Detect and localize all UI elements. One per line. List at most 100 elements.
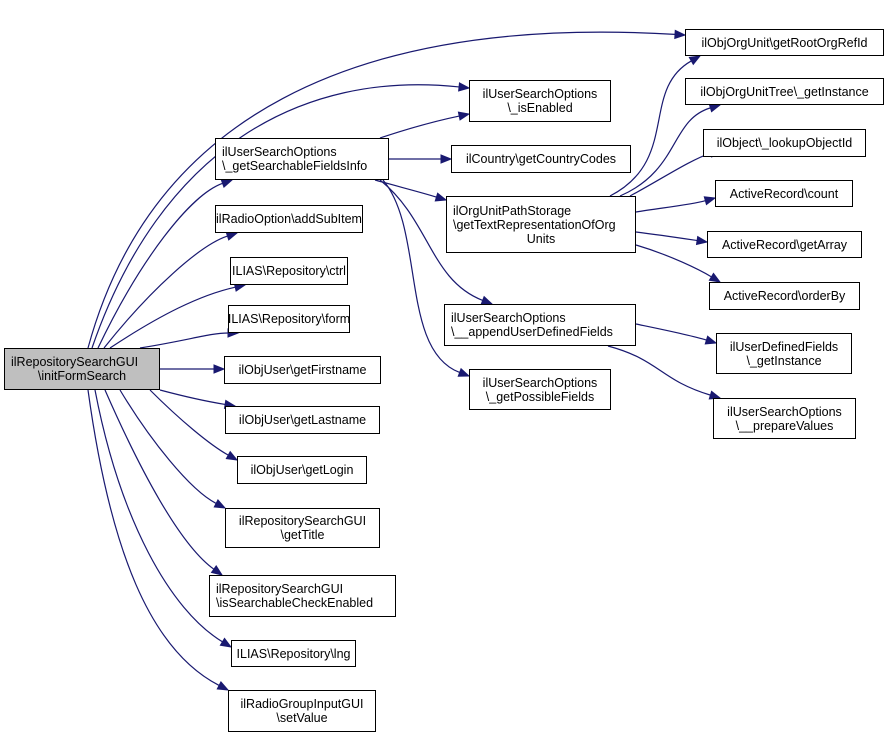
edge-appendUserDefinedFields-to-prepareValues bbox=[607, 345, 711, 396]
node-label-line: ilRadioGroupInputGUI bbox=[240, 697, 364, 711]
node-label-line: ilRepositorySearchGUI bbox=[11, 355, 139, 369]
edge-getTextRep-to-lookupObjectId bbox=[629, 152, 711, 197]
node-label-line: ILIAS\Repository\lng bbox=[236, 646, 351, 661]
node-getPossibleFields[interactable]: ilUserSearchOptions \_getPossibleFields bbox=[469, 369, 611, 410]
edge-getSearchableFieldsInfo-to-isEnabled bbox=[379, 115, 460, 139]
node-label-line: ILIAS\Repository\ctrl bbox=[232, 264, 346, 278]
node-label-line: ilUserSearchOptions bbox=[482, 375, 598, 390]
node-label-line: \_getPossibleFields bbox=[485, 389, 595, 404]
edge-root-to-getLogin bbox=[149, 389, 229, 456]
arrowhead-icon bbox=[458, 82, 471, 92]
node-prepareValues[interactable]: ilUserSearchOptions \__prepareValues bbox=[713, 398, 856, 439]
arrowhead-icon bbox=[695, 235, 709, 246]
edge-getTextRep-to-getRootOrgRefId bbox=[609, 60, 692, 197]
node-label-line: ilUserSearchOptions bbox=[451, 311, 566, 325]
node-repoCtrl[interactable]: ILIAS\Repository\ctrl bbox=[230, 257, 348, 285]
node-getTextRep[interactable]: ilOrgUnitPathStorage \getTextRepresentat… bbox=[446, 196, 636, 253]
node-label-line: ilOrgUnitPathStorage bbox=[453, 203, 572, 218]
node-lookupObjectId[interactable]: ilObject\_lookupObjectId bbox=[703, 129, 866, 157]
edge-root-to-setValue bbox=[87, 389, 220, 686]
node-label-line: ilObject\_lookupObjectId bbox=[716, 136, 853, 150]
node-label-line: \__prepareValues bbox=[735, 418, 834, 433]
node-label-line: ilRepositorySearchGUI bbox=[216, 582, 344, 596]
node-label-line: ilObjOrgUnit\getRootOrgRefId bbox=[701, 35, 868, 50]
node-label-line: \_isEnabled bbox=[507, 101, 573, 115]
node-repoForm[interactable]: ILIAS\Repository\form bbox=[228, 305, 350, 333]
edge-root-to-repoCtrl bbox=[109, 286, 236, 349]
edge-root-to-getSearchableFieldsInfo bbox=[97, 182, 223, 349]
edge-appendUserDefinedFields-to-udfGetInstance bbox=[635, 323, 707, 341]
node-label-line: \isSearchableCheckEnabled bbox=[216, 596, 374, 610]
arrowhead-icon bbox=[703, 196, 717, 206]
node-root[interactable]: ilRepositorySearchGUI \initFormSearch bbox=[4, 348, 160, 390]
node-label-line: ilUserSearchOptions bbox=[727, 404, 842, 419]
arrowhead-icon bbox=[213, 364, 226, 374]
node-arOrderBy[interactable]: ActiveRecord\orderBy bbox=[709, 282, 860, 310]
node-getSearchableFieldsInfo[interactable]: ilUserSearchOptions \_getSearchableField… bbox=[215, 138, 389, 180]
edge-root-to-getLastname bbox=[159, 389, 226, 406]
node-label-line: ilObjUser\getFirstname bbox=[238, 363, 367, 377]
node-label-line: ilObjUser\getLastname bbox=[238, 413, 367, 427]
node-label-line: ilObjOrgUnitTree\_getInstance bbox=[700, 84, 869, 99]
edge-getSearchableFieldsInfo-to-getTextRep bbox=[374, 179, 437, 198]
node-getCountryCodes[interactable]: ilCountry\getCountryCodes bbox=[451, 145, 631, 173]
node-orgUnitTreeGetInstance[interactable]: ilObjOrgUnitTree\_getInstance bbox=[685, 78, 884, 105]
node-label-line: ilObjUser\getLogin bbox=[250, 463, 354, 477]
arrowhead-icon bbox=[210, 565, 224, 576]
node-label-line: \getTextRepresentationOfOrg bbox=[453, 217, 616, 232]
arrowhead-icon bbox=[225, 231, 239, 241]
node-repoLng[interactable]: ILIAS\Repository\lng bbox=[231, 640, 356, 667]
node-getTitle[interactable]: ilRepositorySearchGUI \getTitle bbox=[225, 508, 380, 548]
edge-root-to-getTitle bbox=[119, 389, 217, 504]
node-label-line: ActiveRecord\count bbox=[729, 186, 839, 201]
node-label-line: ActiveRecord\getArray bbox=[721, 237, 848, 252]
edge-getSearchableFieldsInfo-to-getPossibleFields bbox=[382, 179, 460, 374]
arrowhead-icon bbox=[708, 272, 722, 283]
node-isSearchableCheckEnabled[interactable]: ilRepositorySearchGUI \isSearchableCheck… bbox=[209, 575, 396, 617]
arrowhead-icon bbox=[457, 111, 471, 121]
edge-getTextRep-to-orgUnitTreeGetInstance bbox=[619, 107, 711, 197]
arrowhead-icon bbox=[220, 179, 234, 188]
edge-getTextRep-to-arCount bbox=[635, 200, 706, 213]
edge-root-to-addSubItem bbox=[103, 235, 228, 349]
node-label-line: \__appendUserDefinedFields bbox=[451, 325, 613, 339]
node-label-line: \_getInstance bbox=[746, 353, 822, 368]
node-label-line: ilUserSearchOptions bbox=[222, 145, 337, 159]
node-label-line: Units bbox=[526, 231, 556, 246]
node-label-line: \initFormSearch bbox=[37, 369, 127, 383]
edge-root-to-repoForm bbox=[139, 332, 229, 349]
node-addSubItem[interactable]: ilRadioOption\addSubItem bbox=[215, 205, 363, 233]
node-label-line: ilUserSearchOptions bbox=[482, 87, 598, 101]
node-label-line: ilUserDefinedFields bbox=[729, 339, 839, 354]
node-getRootOrgRefId[interactable]: ilObjOrgUnit\getRootOrgRefId bbox=[685, 29, 884, 56]
edge-getSearchableFieldsInfo-to-appendUserDefinedFields bbox=[379, 179, 483, 301]
arrowhead-icon bbox=[216, 680, 230, 691]
node-label-line: ILIAS\Repository\form bbox=[227, 312, 351, 326]
node-getLastname[interactable]: ilObjUser\getLastname bbox=[225, 406, 380, 434]
arrowhead-icon bbox=[480, 295, 494, 305]
edge-getTextRep-to-arGetArray bbox=[635, 231, 698, 242]
node-arCount[interactable]: ActiveRecord\count bbox=[715, 180, 853, 207]
node-isEnabled[interactable]: ilUserSearchOptions \_isEnabled bbox=[469, 80, 611, 122]
arrowhead-icon bbox=[674, 29, 687, 40]
node-label-line: ilRadioOption\addSubItem bbox=[216, 212, 362, 226]
node-getFirstname[interactable]: ilObjUser\getFirstname bbox=[224, 356, 381, 384]
node-label-line: ilRepositorySearchGUI bbox=[238, 514, 367, 528]
node-udfGetInstance[interactable]: ilUserDefinedFields \_getInstance bbox=[716, 333, 852, 374]
node-getLogin[interactable]: ilObjUser\getLogin bbox=[237, 456, 367, 484]
node-appendUserDefinedFields[interactable]: ilUserSearchOptions \__appendUserDefined… bbox=[444, 304, 636, 346]
edge-root-to-isSearchableCheckEnabled bbox=[104, 389, 215, 570]
arrowhead-icon bbox=[708, 103, 722, 113]
node-setValue[interactable]: ilRadioGroupInputGUI \setValue bbox=[228, 690, 376, 732]
arrowhead-icon bbox=[688, 55, 702, 66]
arrowhead-icon bbox=[225, 450, 239, 461]
arrowhead-icon bbox=[704, 335, 718, 345]
arrowhead-icon bbox=[219, 637, 233, 648]
edge-root-to-isEnabled bbox=[91, 84, 460, 349]
node-arGetArray[interactable]: ActiveRecord\getArray bbox=[707, 231, 862, 258]
node-label-line: \getTitle bbox=[280, 528, 325, 542]
arrowhead-icon bbox=[213, 498, 227, 509]
node-label-line: \_getSearchableFieldsInfo bbox=[222, 159, 368, 173]
arrowhead-icon bbox=[440, 154, 453, 164]
